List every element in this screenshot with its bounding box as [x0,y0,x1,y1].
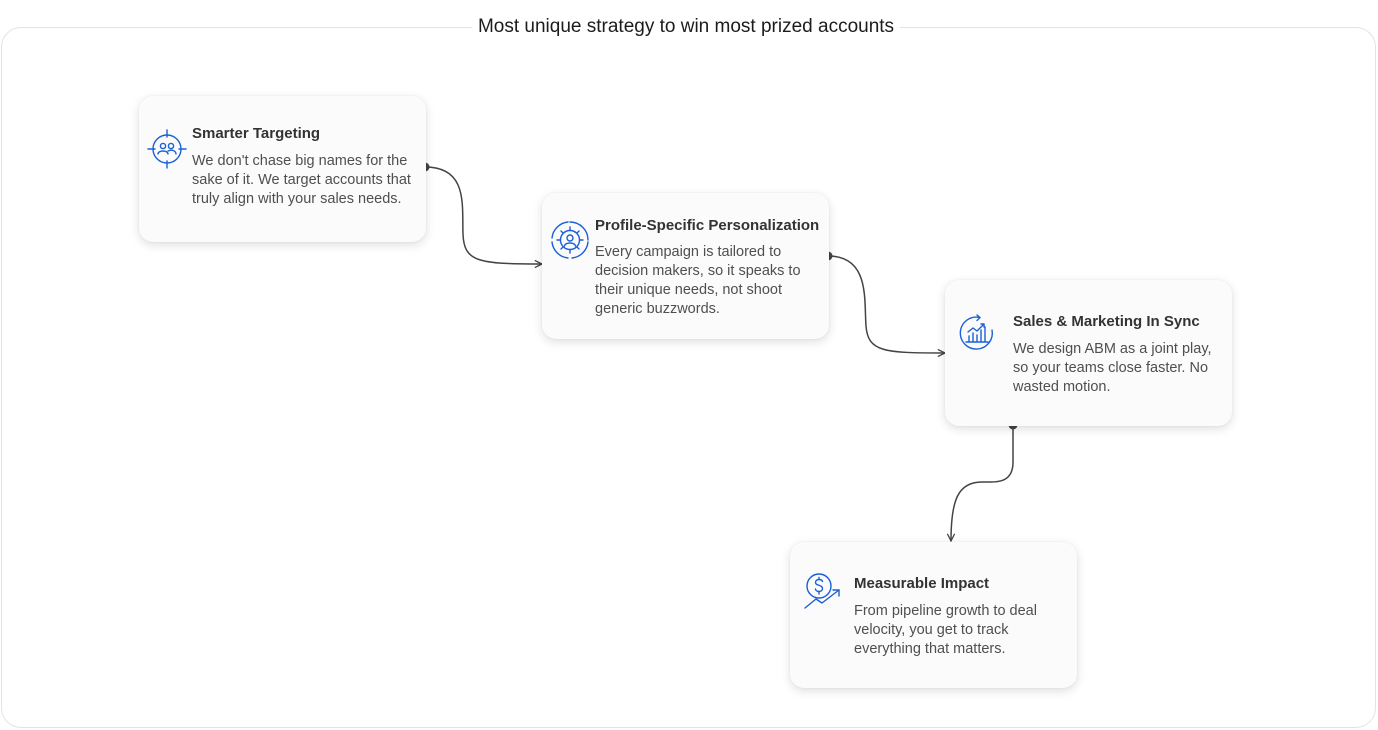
step-card-profile-personalization: Profile-Specific Personalization Every c… [542,193,829,339]
chart-sync-icon [957,313,997,353]
step-description: Every campaign is tailored to decision m… [595,244,801,317]
step-description: We don't chase big names for the sake of… [192,153,411,207]
page-title: Most unique strategy to win most prized … [0,16,1372,38]
step-title: Measurable Impact [854,575,990,592]
dollar-growth-icon [803,572,843,612]
step-card-measurable-impact: Measurable Impact From pipeline growth t… [790,542,1077,688]
gear-person-icon [550,220,590,260]
step-description: From pipeline growth to deal velocity, y… [854,603,1037,657]
step-title: Sales & Marketing In Sync [1013,313,1200,330]
step-card-smarter-targeting: Smarter Targeting We don't chase big nam… [139,96,426,242]
step-title: Smarter Targeting [192,125,321,142]
step-card-sales-marketing-sync: Sales & Marketing In Sync We design ABM … [945,280,1232,426]
step-description: We design ABM as a joint play, so your t… [1013,341,1212,395]
target-people-icon [147,129,187,169]
step-title: Profile-Specific Personalization [595,217,820,234]
